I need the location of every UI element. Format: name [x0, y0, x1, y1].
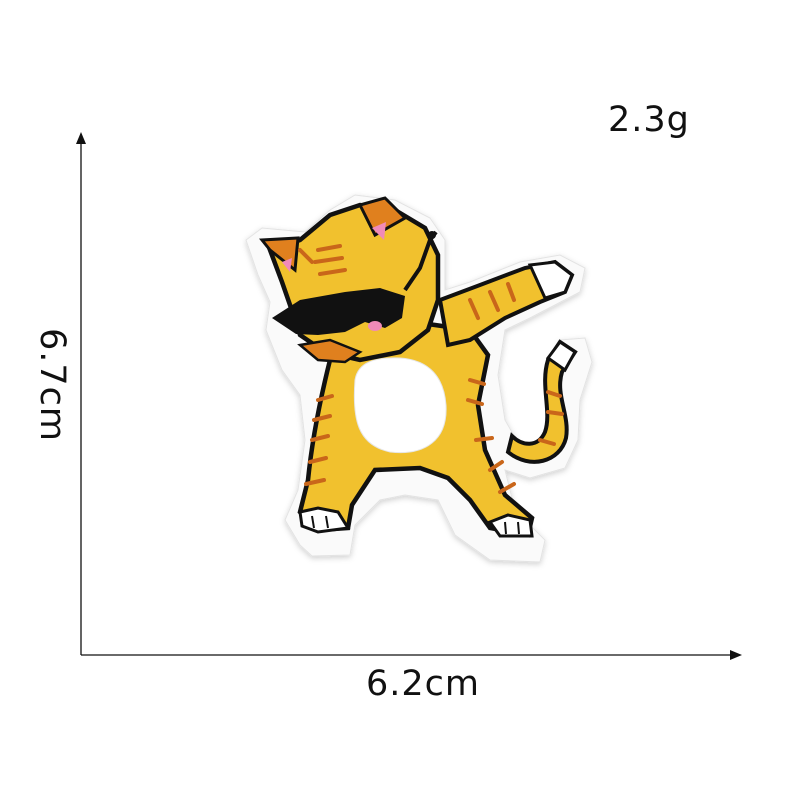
cat-belly [353, 357, 447, 454]
width-axis-arrow-icon [730, 650, 742, 660]
weight-label: 2.3g [608, 100, 690, 140]
toe-lines [311, 515, 520, 535]
tail-tip [545, 339, 577, 373]
body-stripes [304, 282, 564, 494]
head-stripes [298, 244, 347, 276]
cat-muzzle [297, 338, 363, 364]
paw-raised [527, 260, 574, 300]
height-axis-arrow-icon [76, 132, 86, 144]
ear-left-inner [282, 258, 292, 272]
sunglasses-hinge [428, 231, 436, 239]
width-dimension-label: 6.2cm [366, 664, 480, 704]
foot-right [487, 513, 534, 538]
cat-tongue [368, 321, 382, 331]
height-dimension-label: 6.7cm [32, 328, 72, 442]
ear-right [357, 196, 408, 238]
foot-left [298, 506, 351, 534]
ear-right-inner [372, 222, 386, 240]
